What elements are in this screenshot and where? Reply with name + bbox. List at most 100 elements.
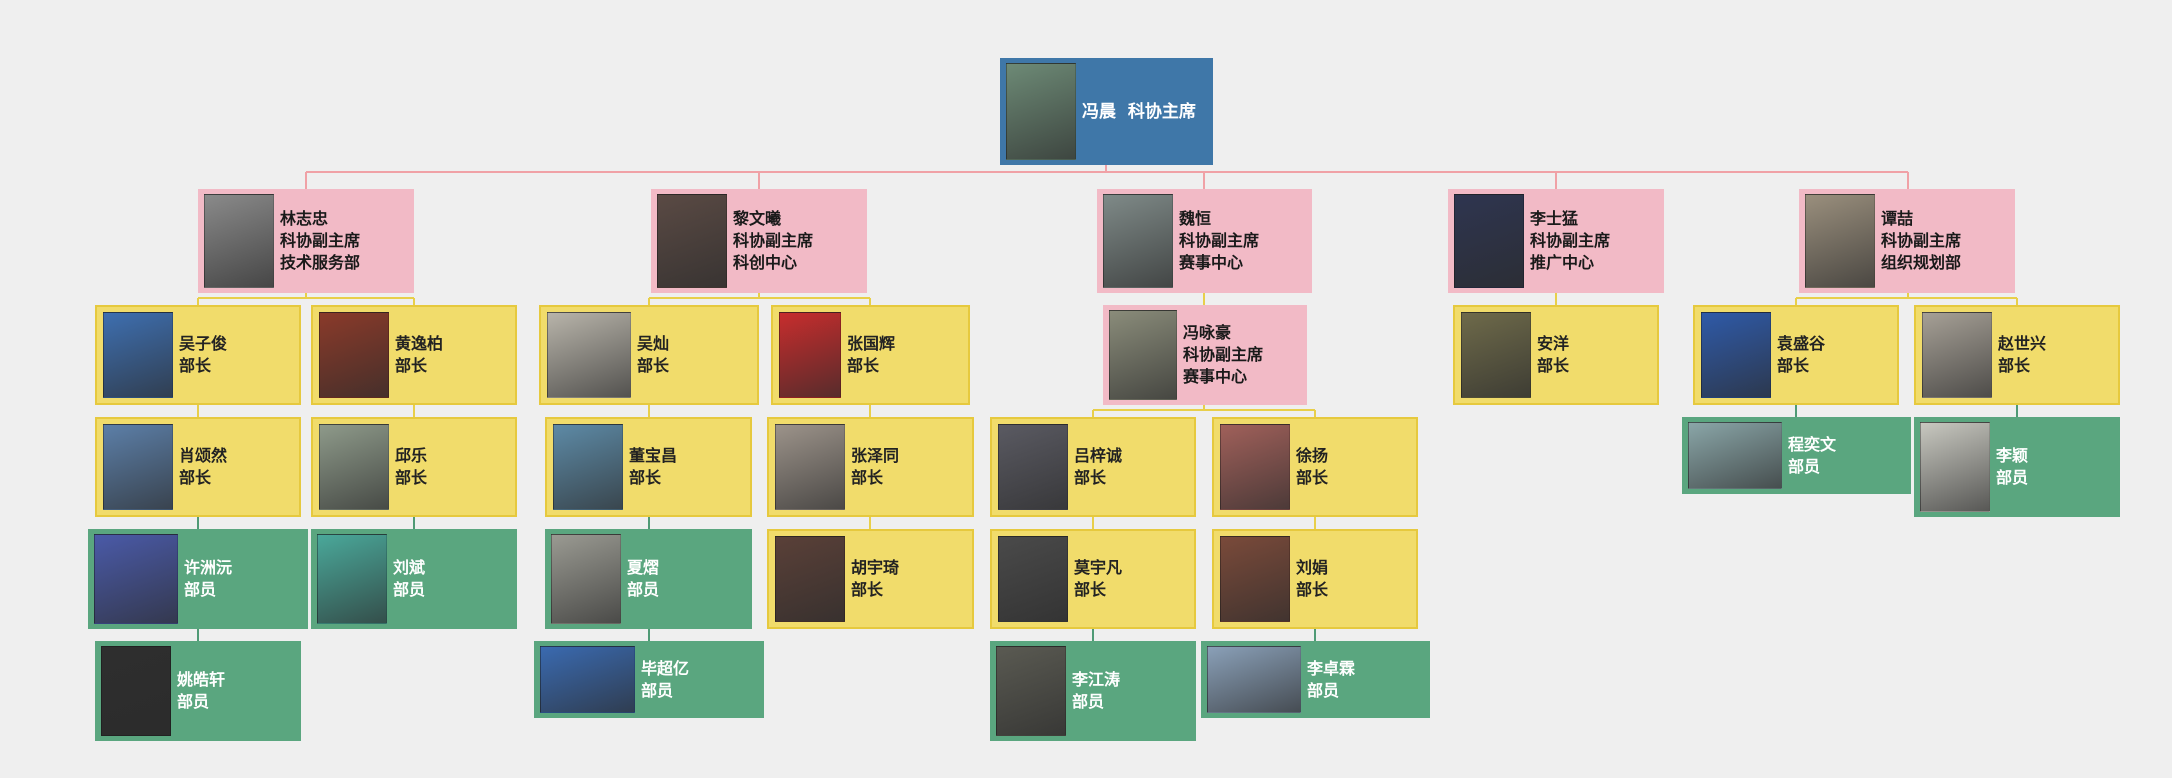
avatar <box>1805 194 1875 288</box>
node-text: 董宝昌部长 <box>629 445 677 489</box>
node-role: 部长 <box>1777 356 1810 375</box>
avatar <box>1922 312 1992 398</box>
avatar <box>204 194 274 288</box>
node-title: 科协副主席 <box>1183 345 1264 364</box>
node-name: 李士猛 <box>1530 209 1579 228</box>
node-head: 张国辉部长 <box>771 305 970 405</box>
node-name: 安洋 <box>1537 334 1570 353</box>
node-dept: 组织规划部 <box>1881 253 1962 272</box>
node-head: 袁盛谷部长 <box>1693 305 1899 405</box>
node-member: 夏熠部员 <box>545 529 752 629</box>
node-head: 刘娟部长 <box>1212 529 1418 629</box>
node-text: 吴灿部长 <box>637 333 669 377</box>
node-member: 李江涛部员 <box>990 641 1196 741</box>
avatar <box>1220 536 1290 622</box>
avatar <box>540 646 635 713</box>
avatar <box>1109 310 1177 400</box>
avatar <box>103 424 173 510</box>
avatar <box>775 424 845 510</box>
node-role: 部员 <box>1307 680 1340 700</box>
node-text: 许洲沅部员 <box>184 557 232 601</box>
node-role: 部长 <box>179 356 212 375</box>
avatar <box>547 312 631 398</box>
node-vice: 魏恒 科协副主席 赛事中心 <box>1097 189 1312 293</box>
node-text: 夏熠部员 <box>627 557 659 601</box>
node-title: 科协主席 <box>1127 101 1196 122</box>
node-head: 董宝昌部长 <box>545 417 752 517</box>
avatar <box>1103 194 1173 288</box>
node-head: 吴灿部长 <box>539 305 759 405</box>
node-name: 李卓霖 <box>1307 658 1356 678</box>
node-text: 莫宇凡部长 <box>1074 557 1122 601</box>
node-role: 部长 <box>1537 356 1570 375</box>
node-text: 谭喆 科协副主席 组织规划部 <box>1881 208 1961 274</box>
node-role: 部长 <box>179 468 212 487</box>
node-member: 李卓霖部员 <box>1201 641 1430 718</box>
node-role: 部员 <box>1788 456 1821 476</box>
node-title: 科协副主席 <box>1179 231 1260 250</box>
node-name: 李江涛 <box>1072 670 1121 689</box>
node-member: 姚皓轩部员 <box>95 641 301 741</box>
node-role: 部长 <box>629 468 662 487</box>
node-name: 张泽同 <box>851 446 900 465</box>
node-title: 科协副主席 <box>1530 231 1611 250</box>
node-head: 安洋部长 <box>1453 305 1659 405</box>
node-name: 肖颂然 <box>179 446 228 465</box>
node-root: 冯晨 科协主席 <box>1000 58 1213 165</box>
node-role: 部员 <box>627 580 660 599</box>
node-name: 程奕文 <box>1788 434 1837 454</box>
node-role: 部员 <box>1996 468 2029 487</box>
node-role: 部长 <box>1296 468 1329 487</box>
node-name: 姚皓轩 <box>177 670 226 689</box>
avatar <box>779 312 841 398</box>
node-name: 冯咏豪 <box>1183 323 1232 342</box>
node-role: 部长 <box>395 468 428 487</box>
node-name: 许洲沅 <box>184 558 233 577</box>
node-name: 魏恒 <box>1179 209 1212 228</box>
avatar <box>317 534 387 624</box>
node-text: 毕超亿部员 <box>641 658 689 702</box>
node-dept: 科创中心 <box>733 253 798 272</box>
node-name: 吕梓诚 <box>1074 446 1123 465</box>
node-role: 部员 <box>177 692 210 711</box>
node-member: 刘斌部员 <box>311 529 517 629</box>
node-text: 黄逸柏部长 <box>395 333 443 377</box>
node-name: 李颖 <box>1996 446 2029 465</box>
node-head: 徐扬部长 <box>1212 417 1418 517</box>
avatar <box>551 534 621 624</box>
avatar <box>1207 646 1301 713</box>
node-head: 吴子俊部长 <box>95 305 301 405</box>
node-role: 部员 <box>393 580 426 599</box>
node-role: 部长 <box>1296 580 1329 599</box>
node-name: 刘斌 <box>393 558 426 577</box>
avatar <box>319 312 389 398</box>
avatar <box>94 534 178 624</box>
node-dept: 赛事中心 <box>1179 253 1244 272</box>
node-vice: 林志忠 科协副主席 技术服务部 <box>198 189 414 293</box>
node-text: 冯咏豪 科协副主席 赛事中心 <box>1183 322 1263 388</box>
avatar <box>1688 422 1782 489</box>
node-title: 科协副主席 <box>733 231 814 250</box>
avatar <box>1006 63 1076 160</box>
node-name: 张国辉 <box>847 334 896 353</box>
node-text: 李江涛部员 <box>1072 669 1120 713</box>
node-head: 张泽同部长 <box>767 417 974 517</box>
avatar <box>1920 422 1990 512</box>
node-role: 部长 <box>847 356 880 375</box>
avatar <box>1701 312 1771 398</box>
node-text: 安洋部长 <box>1537 333 1569 377</box>
node-vice: 谭喆 科协副主席 组织规划部 <box>1799 189 2015 293</box>
avatar <box>1454 194 1524 288</box>
node-name: 黎文曦 <box>733 209 782 228</box>
node-role: 部员 <box>184 580 217 599</box>
node-text: 张泽同部长 <box>851 445 899 489</box>
node-role: 部员 <box>641 680 674 700</box>
avatar <box>101 646 171 736</box>
node-role: 部长 <box>1998 356 2031 375</box>
node-dept: 赛事中心 <box>1183 367 1248 386</box>
avatar <box>998 536 1068 622</box>
node-name: 徐扬 <box>1296 446 1329 465</box>
avatar <box>1220 424 1290 510</box>
node-head: 赵世兴部长 <box>1914 305 2120 405</box>
